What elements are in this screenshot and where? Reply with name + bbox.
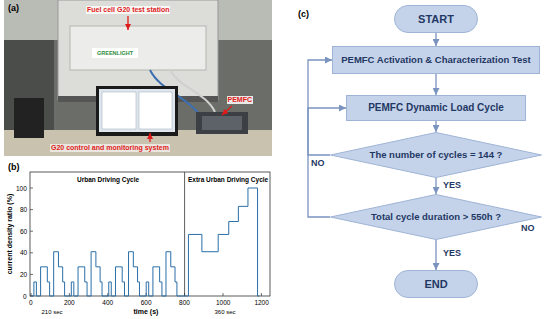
photo-background [4,0,272,156]
logo-text: GREENLIGHT [97,50,133,56]
diamond-shape [331,195,542,240]
node-text: Total cycle duration > 550h ? [371,212,501,223]
tick-label: 0 [29,299,33,306]
flow-connector [435,240,436,270]
node-text: PEMFC Dynamic Load Cycle [368,102,504,114]
load-cycle-chart [30,172,270,296]
cabinet-panel [70,26,206,70]
tick-label: 1200 [254,299,268,306]
region-label: Extra Urban Driving Cycle [187,176,269,183]
process-box: PEMFC Activation & Characterization Test [332,46,540,74]
flow-connector [308,60,332,217]
flow-connector [435,178,436,194]
logo-plate [92,48,138,58]
tick-label: 200 [64,299,75,306]
callout-label: G20 control and monitoring system [50,144,170,152]
callout-arrow [149,133,150,142]
cycle-divider [184,172,185,296]
tick-label: 80 [20,206,27,213]
flow-connector [435,121,436,132]
duration-label: 210 sec [42,309,63,316]
tick-label: 40 [20,249,27,256]
callout-arrow [127,16,128,30]
monitor-screen [99,89,175,132]
pc-tower [14,98,44,138]
edge-label: NO [520,224,536,234]
node-text: The number of cycles = 144 ? [370,150,503,161]
decision-diamond: Total cycle duration > 550h ? [330,194,542,240]
x-tick [223,293,224,296]
screen-window [102,92,136,129]
y-tick [30,231,33,232]
y-tick [30,188,33,189]
y-tick [30,274,33,275]
tick-label: 60 [20,228,27,235]
tick-label: 0 [23,293,27,300]
node-text: START [418,13,454,26]
callout-arrow [222,106,232,115]
callout-label: Fuel cell G20 test station [86,6,170,14]
x-tick [261,293,262,296]
monitor [96,86,178,136]
process-box: PEMFC Dynamic Load Cycle [346,95,526,121]
y-tick [30,209,33,210]
duration-label: 360 sec [215,309,236,316]
panel-letter: (a) [8,3,19,13]
edge-label: NO [310,159,326,169]
tick-label: 800 [179,299,190,306]
tick-label: 600 [141,299,152,306]
decision-diamond: The number of cycles = 144 ? [330,132,542,178]
tick-label: 400 [102,299,113,306]
callout-label: PEMFC [227,96,254,104]
lab-photo [4,0,272,156]
plot-frame [30,172,270,296]
pemfc-stack [202,116,242,130]
region-label: Urban Driving Cycle [76,176,140,183]
test-station-cabinet [58,0,218,100]
tick-label: 1000 [216,299,230,306]
panel-letter: (b) [8,162,20,172]
start-terminal: START [394,5,478,33]
pemfc-device [196,112,248,134]
axis-title: current density ratio (%) [6,194,14,275]
end-terminal: END [394,270,478,298]
tick-label: 100 [16,185,27,192]
tick-label: 20 [20,271,27,278]
axis-title: time (s) [134,308,159,316]
diamond-shape [331,133,542,178]
edge-label: YES [442,181,462,191]
flow-connector [435,74,436,95]
screen-window [139,92,172,129]
edge-label: YES [442,249,462,259]
current-profile-line [31,188,259,296]
panel-letter: (c) [298,9,309,19]
node-text: END [424,278,447,291]
flow-connector [435,33,436,46]
node-text: PEMFC Activation & Characterization Test [341,55,531,66]
flow-connector [308,108,346,155]
y-tick [30,252,33,253]
